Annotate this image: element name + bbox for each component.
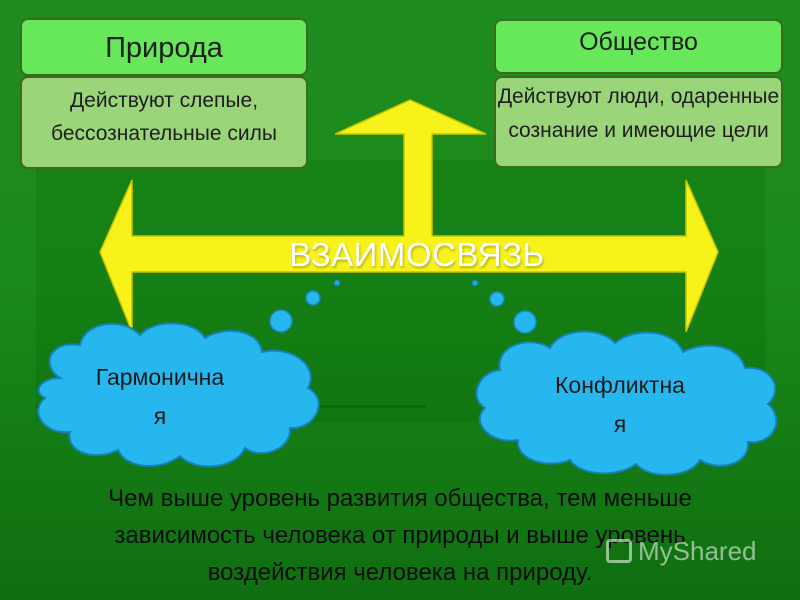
thought-bubble bbox=[269, 309, 293, 333]
conflict-label-line2: я bbox=[613, 411, 627, 437]
nature-description: Действуют слепые, бессознательные силы bbox=[51, 89, 277, 145]
society-description-box: Действуют люди, одаренные сознание и име… bbox=[494, 76, 783, 168]
thought-bubble bbox=[471, 279, 479, 287]
conflict-label: Конфликтна я bbox=[500, 366, 740, 444]
cloud-conflict bbox=[475, 330, 778, 476]
society-title-box: Общество bbox=[494, 19, 783, 74]
harmonious-label-line1: Гармонична bbox=[95, 364, 225, 390]
presentation-icon bbox=[606, 539, 632, 563]
nature-title: Природа bbox=[105, 32, 223, 64]
relation-label: ВЗАИМОСВЯЗЬ bbox=[289, 236, 545, 273]
watermark: MyShared bbox=[606, 536, 757, 567]
conclusion-line3: воздействия человека на природу. bbox=[207, 559, 593, 586]
thought-bubble bbox=[305, 290, 321, 306]
conclusion-line1: Чем выше уровень развития общества, тем … bbox=[108, 485, 692, 512]
harmonious-label: Гармонична я bbox=[55, 358, 265, 436]
thought-bubble bbox=[513, 310, 537, 334]
conflict-label-line1: Конфликтна bbox=[555, 372, 685, 398]
relation-arrow bbox=[99, 99, 719, 333]
conclusion-text: Чем выше уровень развития общества, тем … bbox=[14, 480, 786, 591]
nature-title-box: Природа bbox=[20, 18, 308, 76]
thought-bubble bbox=[333, 279, 341, 287]
nature-description-box: Действуют слепые, бессознательные силы bbox=[20, 76, 308, 169]
conclusion-line2: зависимость человека от природы и выше у… bbox=[114, 522, 686, 549]
thought-bubble bbox=[489, 291, 505, 307]
watermark-text: MyShared bbox=[638, 536, 757, 566]
harmonious-label-line2: я bbox=[153, 403, 167, 429]
society-description: Действуют люди, одаренные сознание и име… bbox=[497, 85, 780, 142]
cloud-harmonious bbox=[37, 322, 320, 468]
society-title: Общество bbox=[579, 28, 698, 56]
